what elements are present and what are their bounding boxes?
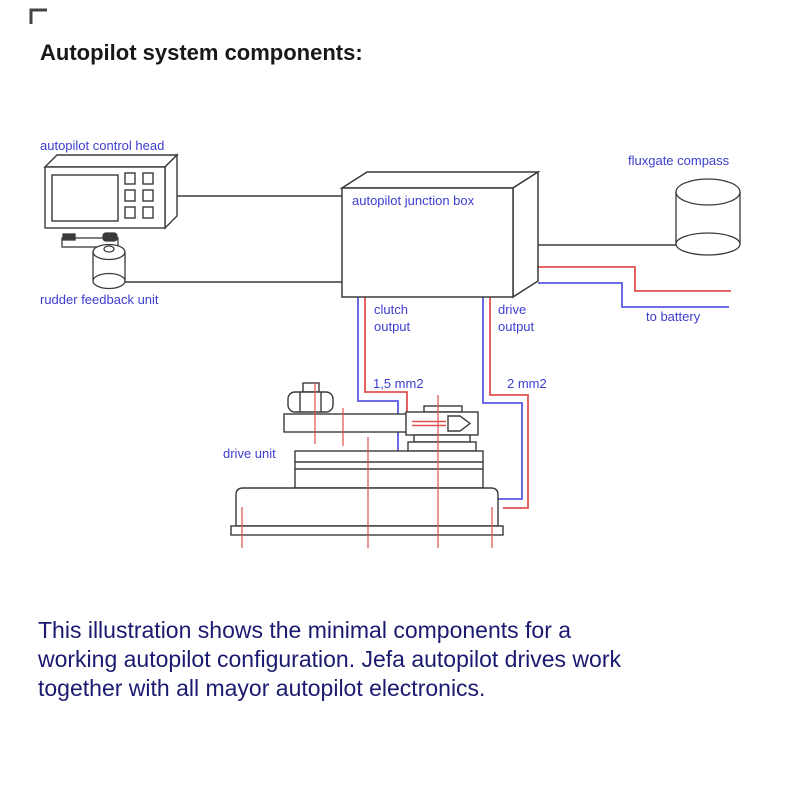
drive-output-label: drive output	[498, 301, 534, 335]
fluxgate-compass-label: fluxgate compass	[628, 153, 730, 168]
wire-drive-red	[489, 297, 529, 509]
clutch-output-label: clutch output	[374, 301, 410, 335]
drive-collar-lower	[407, 441, 477, 452]
wire-drive-blue	[482, 297, 523, 500]
drive-unit-label: drive unit	[223, 446, 276, 461]
control-head-buttons	[124, 172, 154, 219]
drive-base-flange	[230, 525, 504, 536]
control-head-screen	[51, 174, 119, 222]
junction-box-top-face	[339, 171, 541, 189]
junction-box-label: autopilot junction box	[352, 193, 475, 208]
page-title: Autopilot system components:	[40, 40, 363, 65]
centerlines	[241, 383, 493, 548]
drive-unit-drawing	[230, 382, 504, 548]
drive-housing-cap	[423, 405, 463, 413]
compass-cylinder-top	[675, 178, 741, 206]
drive-bolt-cap	[302, 382, 320, 393]
drive-base	[235, 487, 499, 527]
rudder-shaft-nub	[103, 245, 115, 253]
junction-box-drawing	[339, 170, 541, 299]
drive-collar-upper	[413, 434, 471, 443]
rudder-feedback-drawing	[61, 232, 126, 290]
control-head-label: autopilot control head	[40, 138, 165, 153]
rudder-cylinder-bottom	[92, 272, 126, 290]
drive-wire-gauge-label: 2 mm2	[507, 376, 547, 391]
rudder-arm-right-clamp	[102, 232, 118, 242]
compass-cylinder-bottom	[675, 232, 741, 256]
drive-arm	[283, 413, 408, 433]
rudder-arm	[61, 237, 119, 248]
drive-output-line2: output	[498, 319, 535, 334]
control-head-side-face	[164, 153, 178, 230]
control-head-drawing	[43, 153, 179, 230]
to-battery-label: to battery	[646, 309, 701, 324]
caption-line: This illustration shows the minimal comp…	[38, 617, 572, 643]
drive-output-line1: drive	[498, 302, 527, 317]
clutch-output-line2: output	[374, 319, 411, 334]
drive-bolt-body	[287, 391, 334, 413]
piston-arrow	[447, 415, 472, 432]
caption-line: working autopilot configuration. Jefa au…	[38, 646, 621, 672]
wire-battery-blue	[538, 282, 729, 308]
rudder-arm-left-clamp	[62, 233, 76, 241]
caption-paragraph: This illustration shows the minimal comp…	[38, 616, 621, 703]
control-head-top-face	[43, 154, 179, 168]
rudder-feedback-label: rudder feedback unit	[40, 292, 159, 307]
corner-mark	[29, 8, 47, 24]
clutch-wire-gauge-label: 1,5 mm2	[373, 376, 424, 391]
wire-clutch-red	[364, 297, 408, 412]
junction-box-side-face	[512, 170, 539, 299]
caption-line: together with all mayor autopilot electr…	[38, 675, 486, 701]
wire-battery-red	[538, 266, 731, 292]
junction-box-front-face	[341, 187, 514, 298]
compass-drawing	[675, 178, 741, 256]
clutch-output-line1: clutch	[374, 302, 408, 317]
